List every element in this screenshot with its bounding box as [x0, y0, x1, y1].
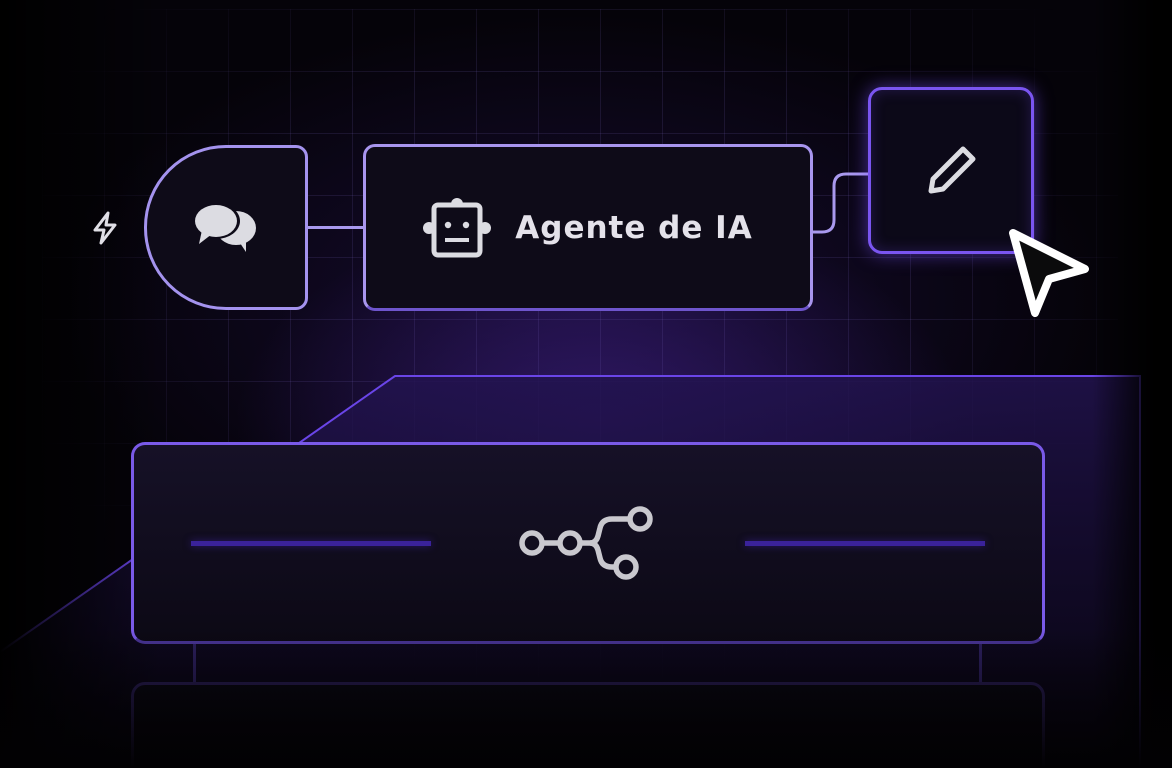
- agent-label: Agente de IA: [515, 209, 753, 246]
- pencil-icon: [928, 146, 976, 193]
- connector-agent-edit: [812, 172, 872, 234]
- bottom-vignette: [0, 628, 1172, 768]
- ai-agent-node[interactable]: Agente de IA: [363, 144, 813, 311]
- robot-icon: [423, 197, 492, 257]
- left-bar: [191, 540, 431, 546]
- connector-chat-agent: [308, 226, 364, 229]
- edit-node[interactable]: [868, 87, 1034, 254]
- mouse-cursor-icon: [1009, 229, 1089, 317]
- right-bar: [745, 540, 985, 546]
- workflow-panel[interactable]: [131, 442, 1045, 644]
- chat-bubbles-icon: [192, 202, 256, 252]
- workflow-branch-icon: [519, 506, 653, 580]
- lightning-icon: [93, 211, 117, 245]
- chat-trigger-node[interactable]: [144, 145, 308, 310]
